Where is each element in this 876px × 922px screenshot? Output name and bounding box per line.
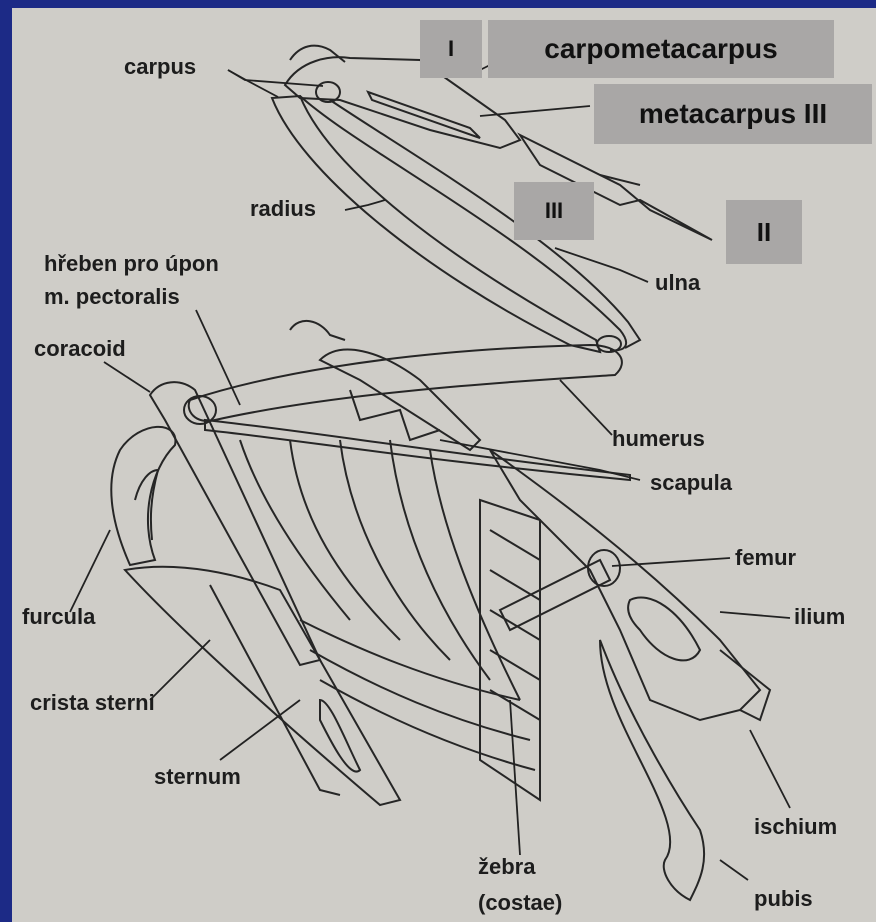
label-furcula: furcula (22, 606, 95, 628)
label-femur: femur (735, 547, 796, 569)
box-digit-III: III (514, 182, 594, 240)
label-carpus: carpus (124, 56, 196, 78)
label-ischium: ischium (754, 816, 837, 838)
label-hreben-line2: m. pectoralis (44, 286, 180, 308)
label-radius: radius (250, 198, 316, 220)
label-scapula: scapula (650, 472, 732, 494)
box-carpometacarpus: carpometacarpus (488, 20, 834, 78)
box-digit-I: I (420, 20, 482, 78)
label-zebra: žebra (478, 856, 535, 878)
label-coracoid: coracoid (34, 338, 126, 360)
label-pubis: pubis (754, 888, 813, 910)
label-sternum: sternum (154, 766, 241, 788)
label-hreben-line1: hřeben pro úpon (44, 253, 219, 275)
label-ulna: ulna (655, 272, 700, 294)
box-metacarpus-III: metacarpus III (594, 84, 872, 144)
label-ilium: ilium (794, 606, 845, 628)
box-digit-II: II (726, 200, 802, 264)
label-crista-sterni: crista sterni (30, 692, 155, 714)
label-humerus: humerus (612, 428, 705, 450)
label-costae: (costae) (478, 892, 562, 914)
